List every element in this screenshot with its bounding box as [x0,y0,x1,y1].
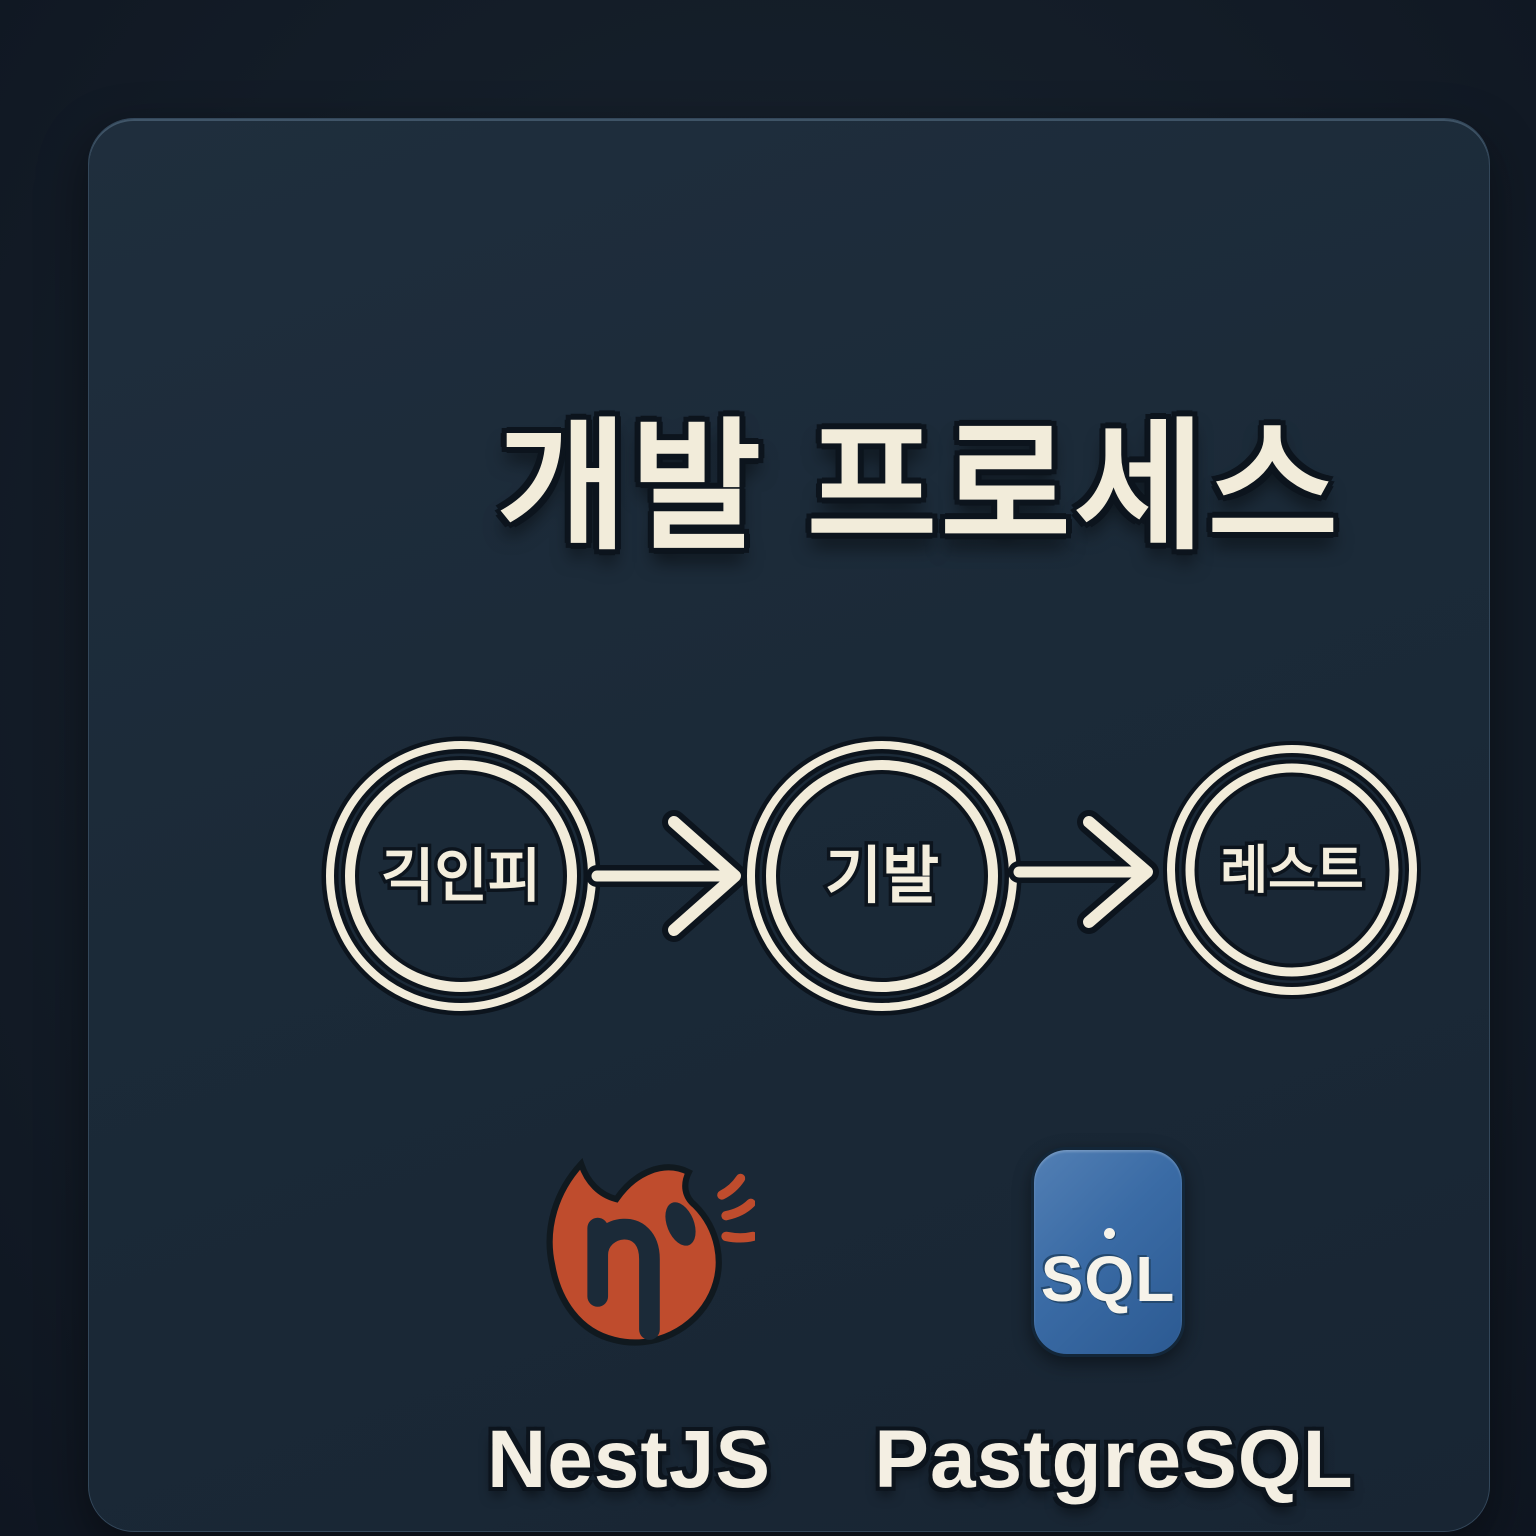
process-step-1: 긱인피 [321,736,601,1016]
q-dot-decoration [1104,1228,1115,1239]
sql-badge-label: SQL [1040,1243,1176,1315]
step-circle-inner-ring [1185,763,1399,977]
process-step-2: 기발 [742,736,1022,1016]
nestjs-flame-icon [546,1157,755,1346]
process-flow-diagram: 긱인피 기발 [321,736,1421,1016]
process-step-2-label: 기발 [825,842,939,911]
process-step-3: 레스트 [1163,741,1421,999]
panel-card: 개발 프로세스 긱인피 [88,118,1490,1532]
step-circle-outer-ring [1167,745,1417,995]
letter-n-cutout [587,1217,660,1340]
page-title: 개발 프로세스 [496,408,1342,567]
sql-badge-icon: SQL [1031,1147,1185,1357]
step-circle-inner-ring [345,760,577,992]
whisker-strokes [717,1173,755,1243]
arrow-right-icon [586,810,747,942]
process-step-3-label: 레스트 [1220,842,1364,900]
step-circle-inner-ring [766,760,998,992]
flame-body [546,1157,722,1346]
tech-label-postgresql: PastgreSQL [874,1414,1354,1505]
flame-eye-cutout [665,1202,696,1246]
process-step-1-label: 긱인피 [381,844,541,909]
arrow-right-icon [1008,810,1159,934]
tech-label-nestjs: NestJS [486,1414,772,1505]
